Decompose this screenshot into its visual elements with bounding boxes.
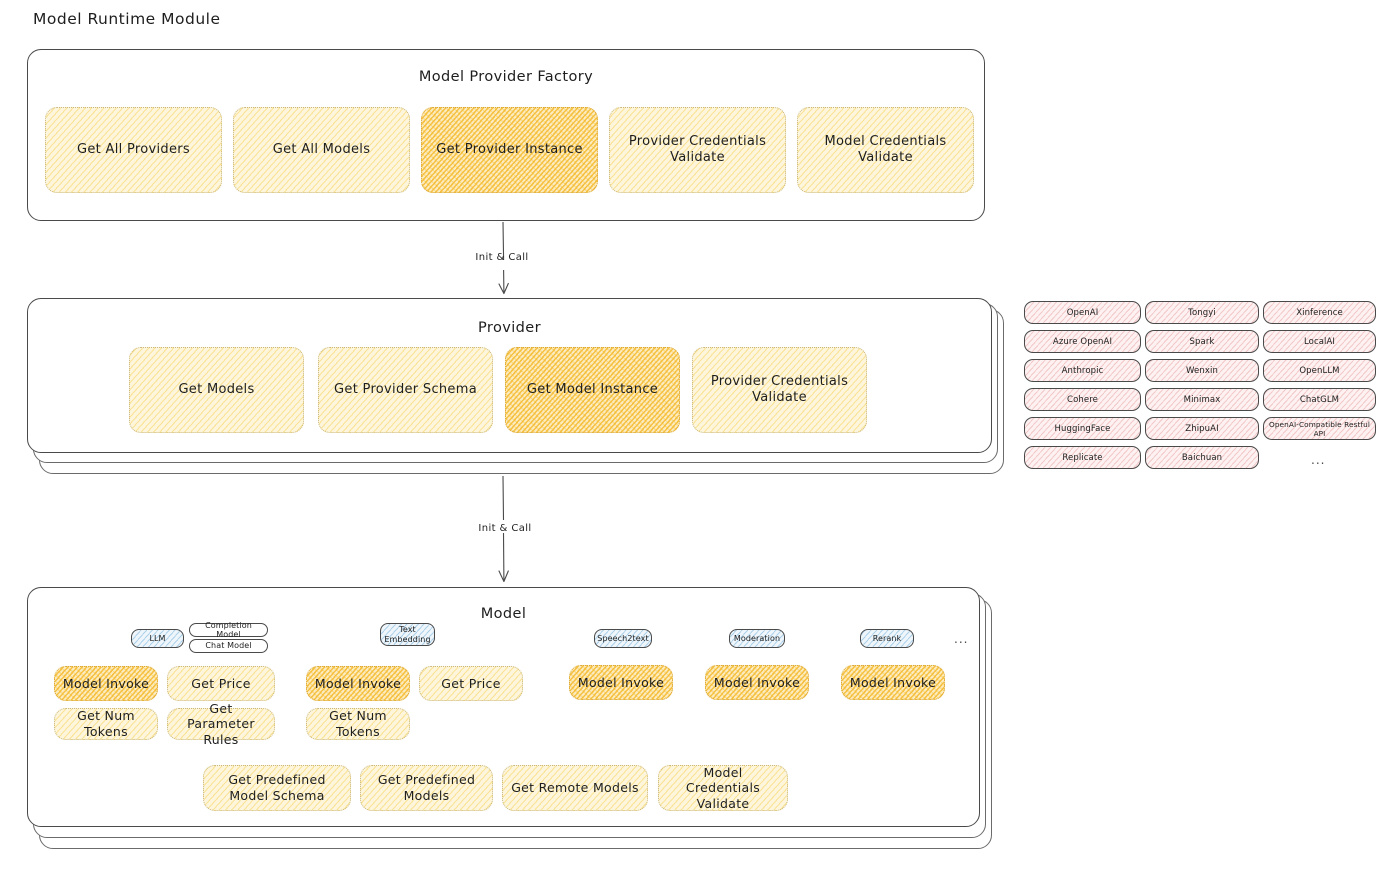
model-type-badge-moderation[interactable]: Moderation <box>729 629 785 648</box>
provider-chip-wenxin[interactable]: Wenxin <box>1145 359 1259 382</box>
provider-chip-baichuan[interactable]: Baichuan <box>1145 446 1259 469</box>
node-get-all-providers[interactable]: Get All Providers <box>45 107 222 193</box>
node-provider-credentials-validate[interactable]: Provider Credentials Validate <box>609 107 786 193</box>
node-speech2text-model-invoke[interactable]: Model Invoke <box>569 665 673 700</box>
node-get-all-models[interactable]: Get All Models <box>233 107 410 193</box>
panel-model-provider-factory: Model Provider Factory Get All Providers… <box>27 49 985 221</box>
model-type-badge-speech2text[interactable]: Speech2text <box>594 629 652 648</box>
node-get-predefined-model-schema[interactable]: Get Predefined Model Schema <box>203 765 351 811</box>
node-text-embedding-model-invoke[interactable]: Model Invoke <box>306 666 410 701</box>
provider-chip-minimax[interactable]: Minimax <box>1145 388 1259 411</box>
model-type-badge-llm[interactable]: LLM <box>131 629 184 648</box>
provider-chip-openai-compatible-restful-api[interactable]: OpenAI-Compatible Restful API <box>1263 417 1376 440</box>
provider-chip-zhipuai[interactable]: ZhipuAI <box>1145 417 1259 440</box>
panel-provider: Provider Get Models Get Provider Schema … <box>27 298 992 453</box>
node-rerank-model-invoke[interactable]: Model Invoke <box>841 665 945 700</box>
model-type-badge-text-embedding[interactable]: Text Embedding <box>380 623 435 646</box>
provider-chip-cohere[interactable]: Cohere <box>1024 388 1141 411</box>
provider-list-more-ellipsis: ... <box>1311 453 1326 467</box>
node-moderation-model-invoke[interactable]: Model Invoke <box>705 665 809 700</box>
panel-title-provider: Provider <box>478 320 541 336</box>
arrow-label-init-and-call-2: Init & Call <box>478 523 532 534</box>
provider-chip-chatglm[interactable]: ChatGLM <box>1263 388 1376 411</box>
model-type-badge-rerank[interactable]: Rerank <box>860 629 914 648</box>
panel-title-model-provider-factory: Model Provider Factory <box>418 69 594 85</box>
node-text-embedding-get-num-tokens[interactable]: Get Num Tokens <box>306 708 410 740</box>
node-llm-get-num-tokens[interactable]: Get Num Tokens <box>54 708 158 740</box>
provider-chip-tongyi[interactable]: Tongyi <box>1145 301 1259 324</box>
arrow-label-init-and-call-1: Init & Call <box>475 252 529 263</box>
node-get-provider-instance[interactable]: Get Provider Instance <box>421 107 598 193</box>
node-get-models[interactable]: Get Models <box>129 347 304 433</box>
provider-chip-anthropic[interactable]: Anthropic <box>1024 359 1141 382</box>
node-model-credentials-validate[interactable]: Model Credentials Validate <box>797 107 974 193</box>
provider-chip-xinference[interactable]: Xinference <box>1263 301 1376 324</box>
provider-chip-azure-openai[interactable]: Azure OpenAI <box>1024 330 1141 353</box>
node-llm-get-price[interactable]: Get Price <box>167 666 275 701</box>
node-get-model-instance[interactable]: Get Model Instance <box>505 347 680 433</box>
provider-chip-openllm[interactable]: OpenLLM <box>1263 359 1376 382</box>
provider-chip-spark[interactable]: Spark <box>1145 330 1259 353</box>
panel-title-model: Model <box>480 606 527 622</box>
provider-chip-replicate[interactable]: Replicate <box>1024 446 1141 469</box>
model-sub-badge-chat-model[interactable]: Chat Model <box>189 639 268 653</box>
node-llm-get-parameter-rules[interactable]: Get Parameter Rules <box>167 701 275 747</box>
node-get-provider-schema[interactable]: Get Provider Schema <box>318 347 493 433</box>
page-title: Model Runtime Module <box>33 10 221 28</box>
arrow-factory-to-provider <box>498 222 509 295</box>
provider-chip-openai[interactable]: OpenAI <box>1024 301 1141 324</box>
node-text-embedding-get-price[interactable]: Get Price <box>419 666 523 701</box>
node-get-remote-models[interactable]: Get Remote Models <box>502 765 648 811</box>
node-get-predefined-models[interactable]: Get Predefined Models <box>360 765 493 811</box>
node-model-credentials-validate-2[interactable]: Model Credentials Validate <box>658 765 788 811</box>
model-sub-badge-completion-model[interactable]: Completion Model <box>189 621 268 639</box>
panel-model: Model LLM Completion Model Chat Model Mo… <box>27 587 980 827</box>
node-provider-credentials-validate-2[interactable]: Provider Credentials Validate <box>692 347 867 433</box>
arrow-provider-to-model <box>498 476 509 583</box>
model-types-more-ellipsis: ... <box>954 632 969 646</box>
provider-chip-huggingface[interactable]: HuggingFace <box>1024 417 1141 440</box>
provider-chip-localai[interactable]: LocalAI <box>1263 330 1376 353</box>
node-llm-model-invoke[interactable]: Model Invoke <box>54 666 158 701</box>
